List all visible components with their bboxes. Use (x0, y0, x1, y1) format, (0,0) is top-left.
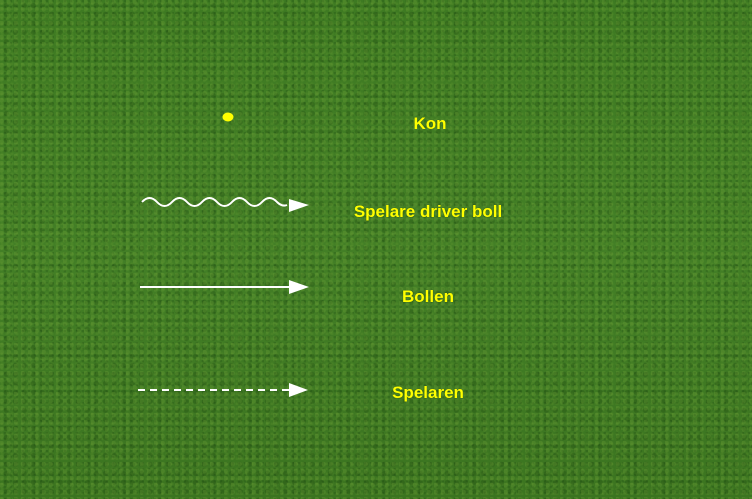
solid-arrow-icon (140, 280, 309, 294)
dashed-arrow-icon (138, 383, 308, 397)
cone-icon (222, 112, 234, 122)
legend-label-player: Spelaren (392, 383, 464, 402)
legend-label-ball: Bollen (402, 287, 454, 306)
legend-label-cone: Kon (413, 114, 447, 133)
legend-label-dribble: Spelare driver boll (353, 202, 503, 221)
wavy-arrow-icon (141, 197, 309, 212)
